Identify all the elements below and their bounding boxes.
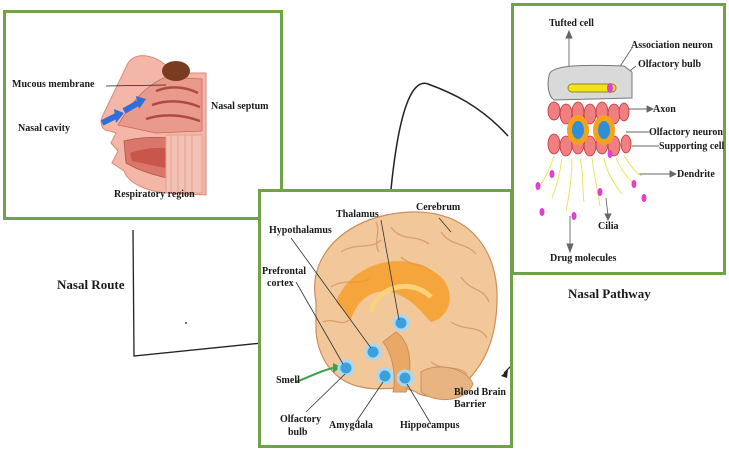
nasal-cavity-interior — [117, 76, 203, 134]
olfactory-neurons — [567, 115, 615, 145]
label-olfactory: Olfactory — [280, 414, 322, 425]
label-prefrontal: Prefrontal — [262, 266, 307, 277]
label-bulb: bulb — [288, 427, 308, 438]
turbinates — [145, 86, 201, 123]
marker-hypothalamus — [364, 343, 382, 361]
marker-thalamus — [392, 314, 410, 332]
label-barrier: Barrier — [454, 399, 487, 410]
pathway-pointer-arrows — [565, 29, 678, 254]
nasal-anatomy-illustration — [100, 55, 207, 196]
label-dendrite: Dendrite — [677, 169, 715, 180]
label-axon: Axon — [653, 104, 676, 115]
label-nasal-septum: Nasal septum — [211, 101, 269, 112]
throat-region — [165, 134, 203, 194]
label-tufted-cell: Tufted cell — [549, 18, 594, 29]
label-cerebrum: Cerebrum — [416, 202, 461, 213]
marker-amygdala — [376, 367, 394, 385]
route-title: Nasal Route — [57, 277, 125, 292]
smell-arrowhead — [333, 363, 341, 373]
region-markers — [337, 314, 414, 387]
label-mucous-membrane: Mucous membrane — [12, 79, 95, 90]
marker-olfactory-bulb — [337, 359, 355, 377]
label-amygdala: Amygdala — [329, 420, 373, 431]
label-supporting-cell: Supporting cell — [659, 141, 725, 152]
label-association-neuron: Association neuron — [631, 40, 713, 51]
pathway-title: Nasal Pathway — [568, 286, 651, 301]
stray-dot — [185, 322, 187, 324]
label-respiratory-region: Respiratory region — [114, 189, 195, 200]
airflow-arrow-lower — [100, 113, 118, 126]
brain-body — [314, 211, 498, 397]
brain-panel: Thalamus Cerebrum Hypothalamus Prefronta… — [258, 189, 513, 448]
association-neuron — [607, 83, 613, 93]
drug-molecules — [535, 150, 647, 220]
label-drug-molecules: Drug molecules — [550, 253, 617, 264]
olfactory-pathway-panel: Tufted cell Association neuron Olfactory… — [511, 3, 726, 275]
label-nasal-cavity: Nasal cavity — [18, 123, 70, 134]
label-cortex: cortex — [267, 278, 294, 289]
brain-pointers — [290, 217, 452, 425]
olfactory-bulb-shape — [547, 64, 633, 101]
tufted-cell — [567, 83, 617, 93]
nasal-anatomy-panel: Mucous membrane Nasal septum Nasal cavit… — [3, 10, 283, 220]
marker-hippocampus — [396, 369, 414, 387]
limbic-arc — [368, 283, 433, 313]
label-blood-brain: Blood Brain — [454, 387, 506, 398]
route-connector — [132, 229, 263, 357]
label-olfactory-neuron: Olfactory neuron — [649, 127, 723, 138]
label-thalamus: Thalamus — [336, 209, 379, 220]
label-cilia: Cilia — [598, 221, 619, 232]
limbic-system-highlight — [336, 261, 450, 322]
brain-illustration — [290, 211, 510, 425]
olfactory-pathway-illustration — [535, 29, 678, 254]
label-hypothalamus: Hypothalamus — [269, 225, 332, 236]
airflow-arrowhead-upper — [136, 96, 146, 109]
pathway-connector — [389, 82, 509, 201]
label-hippocampus: Hippocampus — [400, 420, 460, 431]
bbb-arrowhead — [501, 370, 508, 378]
cerebellum — [420, 366, 474, 401]
olfactory-region-bulb — [162, 61, 190, 81]
airflow-arrow-upper — [122, 100, 140, 114]
mucous-pointer — [105, 84, 167, 87]
brain-gyri — [322, 221, 490, 375]
airflow-arrowhead-lower — [114, 109, 124, 123]
cilia — [535, 155, 643, 212]
smell-arrow — [295, 367, 334, 383]
supporting-cells — [547, 101, 632, 157]
label-smell: Smell — [276, 375, 300, 386]
label-olfactory-bulb: Olfactory bulb — [638, 59, 702, 70]
bbb-pointer — [503, 366, 510, 374]
